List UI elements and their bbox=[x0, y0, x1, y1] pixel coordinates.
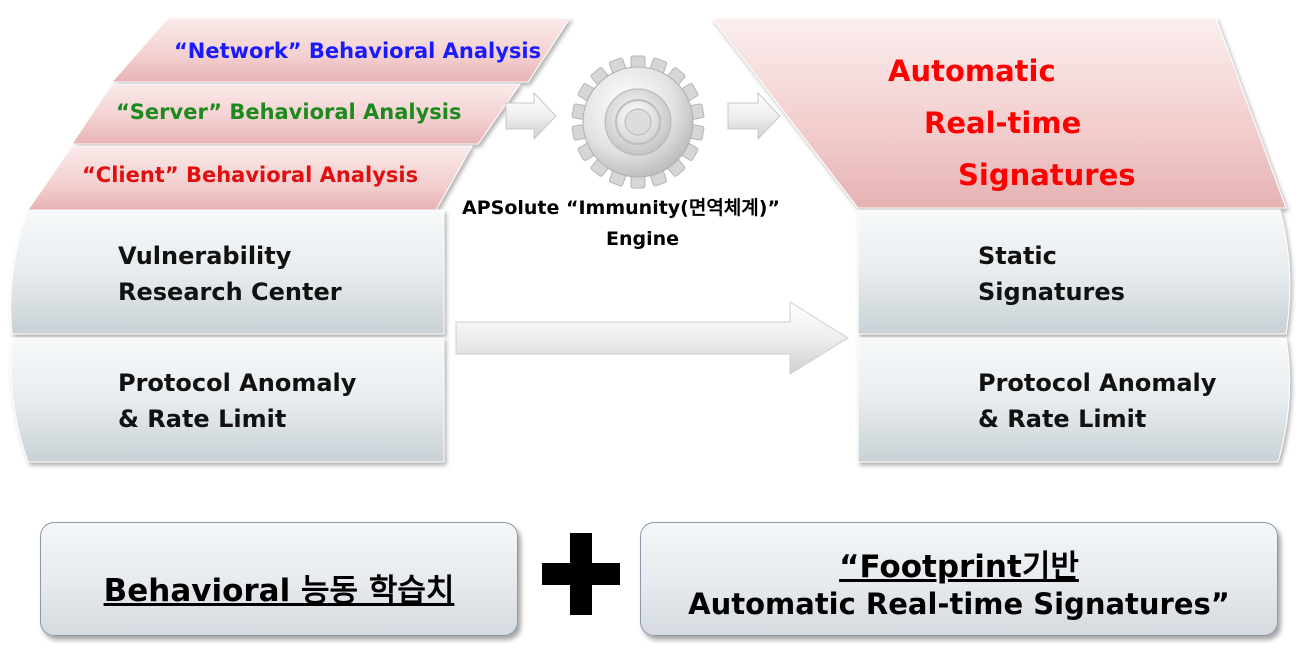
gear-icon bbox=[571, 55, 705, 189]
server-analysis-label: “Server” Behavioral Analysis bbox=[116, 100, 462, 124]
plus-icon bbox=[542, 533, 620, 615]
static-signatures-line-1: Static bbox=[978, 242, 1057, 270]
long-arrow-icon bbox=[455, 301, 849, 375]
vulnerability-label: Vulnerability Research Center bbox=[118, 238, 342, 310]
vulnerability-line-1: Vulnerability bbox=[118, 242, 292, 270]
left-protocol-line-1: Protocol Anomaly bbox=[118, 369, 357, 397]
engine-caption-line-1: APSolute “Immunity(면역체계)” bbox=[462, 197, 780, 219]
signatures-line-3: Signatures bbox=[958, 158, 1136, 192]
footprint-line-2: Automatic Real-time Signatures” bbox=[688, 587, 1230, 621]
left-protocol-line-2: & Rate Limit bbox=[118, 405, 287, 433]
arrow-to-engine-icon bbox=[505, 91, 557, 141]
signatures-line-2: Real-time bbox=[924, 106, 1082, 140]
vulnerability-box bbox=[10, 209, 445, 335]
signatures-panel bbox=[710, 17, 1287, 209]
client-analysis-label: “Client” Behavioral Analysis bbox=[82, 163, 419, 187]
behavioral-learning-box: Behavioral 능동 학습치 bbox=[40, 522, 518, 636]
static-signatures-label: Static Signatures bbox=[978, 238, 1125, 310]
vulnerability-line-2: Research Center bbox=[118, 278, 342, 306]
static-signatures-box bbox=[857, 209, 1291, 335]
network-analysis-band bbox=[110, 17, 571, 83]
left-protocol-label: Protocol Anomaly & Rate Limit bbox=[118, 365, 356, 437]
arrow-to-signatures-icon bbox=[727, 91, 781, 141]
footprint-signatures-box: “Footprint기반 Automatic Real-time Signatu… bbox=[640, 522, 1278, 636]
right-protocol-box bbox=[857, 337, 1291, 463]
footprint-line-1: “Footprint기반 bbox=[839, 549, 1079, 585]
signatures-line-1: Automatic bbox=[888, 54, 1056, 88]
static-signatures-line-2: Signatures bbox=[978, 278, 1125, 306]
right-protocol-line-2: & Rate Limit bbox=[978, 405, 1147, 433]
network-analysis-label: “Network” Behavioral Analysis bbox=[174, 39, 542, 63]
right-protocol-label: Protocol Anomaly & Rate Limit bbox=[978, 365, 1216, 437]
right-protocol-line-1: Protocol Anomaly bbox=[978, 369, 1217, 397]
left-protocol-box bbox=[10, 337, 445, 463]
behavioral-learning-label: Behavioral 능동 학습치 bbox=[103, 573, 455, 609]
server-analysis-band bbox=[71, 83, 521, 145]
engine-caption-line-2: Engine bbox=[606, 228, 680, 250]
